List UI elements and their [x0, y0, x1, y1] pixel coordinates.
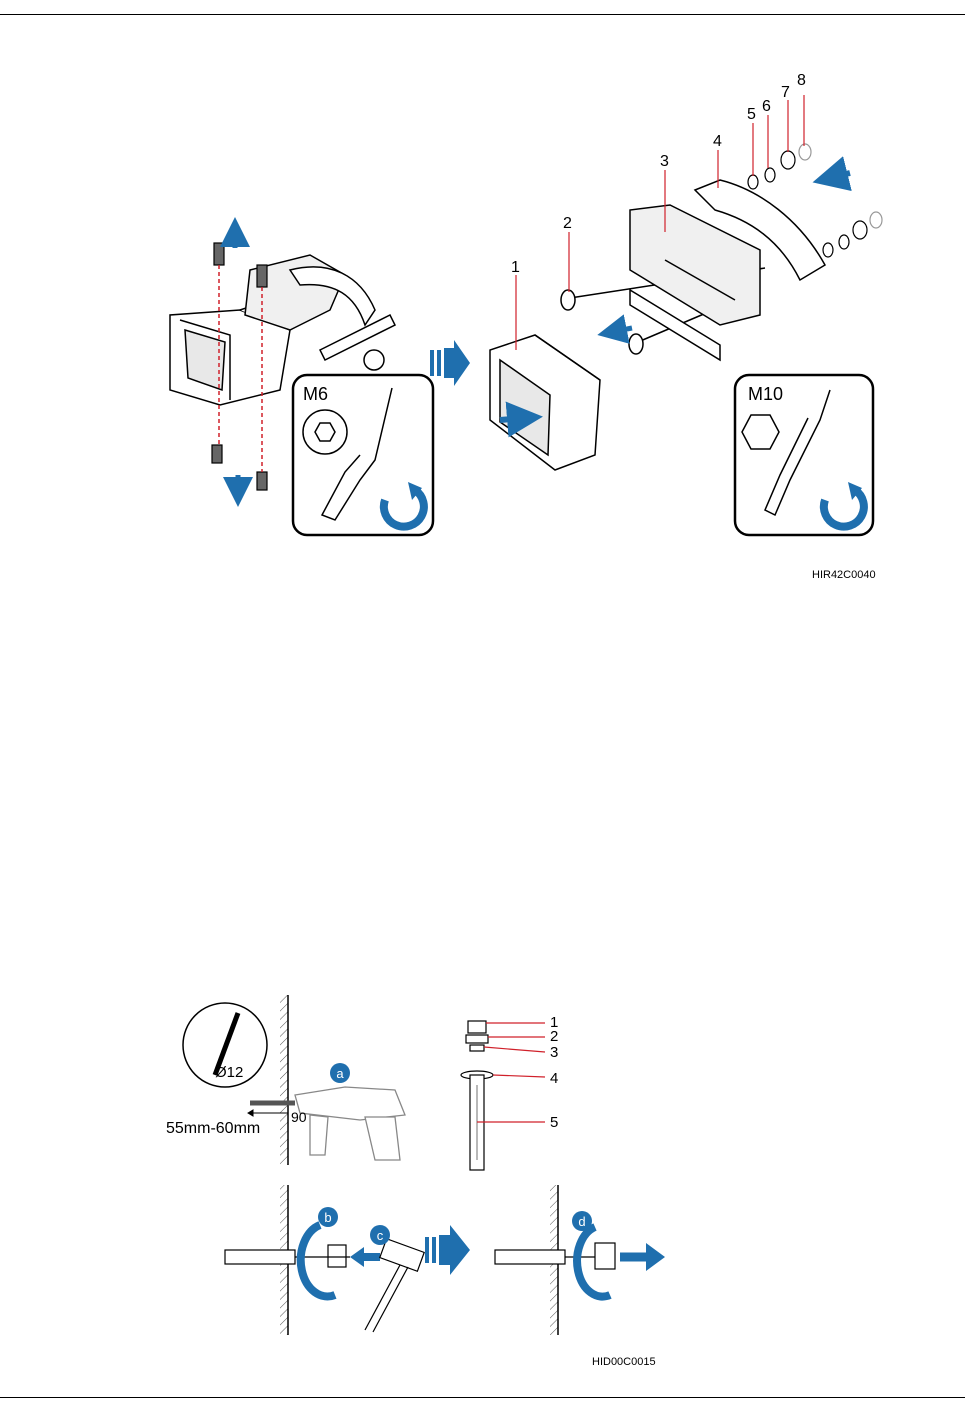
figure2-id: HID00C0015: [592, 1356, 656, 1368]
top-rule: [0, 14, 965, 15]
bolt-callout-3: 3: [550, 1044, 558, 1061]
step-a: a: [336, 1066, 344, 1081]
hex-icon: [742, 415, 779, 449]
step-d: d: [578, 1214, 585, 1229]
callout-1: 1: [511, 259, 520, 276]
figure-expansion-bolt-install: Ø12 a 90 55mm-60mm: [160, 995, 680, 1345]
bit-diameter: Ø12: [215, 1064, 243, 1081]
callout-8: 8: [797, 72, 806, 89]
expansion-bolt: [461, 1021, 493, 1170]
callout-5: 5: [747, 106, 756, 123]
walls: [280, 995, 558, 1335]
hammer-drill: [250, 1087, 405, 1160]
part-1-main-block: [490, 335, 600, 470]
bottom-rule: [0, 1397, 965, 1398]
m10-label: M10: [748, 384, 783, 404]
callout-4: 4: [713, 133, 722, 150]
figure1-drawing: M6: [160, 60, 900, 550]
callout-6: 6: [762, 98, 771, 115]
hex-icon: [315, 423, 335, 441]
m6-label: M6: [303, 384, 328, 404]
next-step-arrow: [430, 340, 470, 386]
drill-bit-inset: Ø12: [183, 1003, 267, 1087]
inset-m10-wrench: M10: [735, 375, 873, 535]
next-step-arrow-2: [425, 1225, 470, 1275]
callout-2: 2: [563, 215, 572, 232]
figure-pole-mount-assembly: M6: [160, 60, 900, 550]
step-c: c: [377, 1228, 384, 1243]
bolt-callout-4: 4: [550, 1070, 558, 1087]
callout-3: 3: [660, 153, 669, 170]
step-c-badge: c: [370, 1225, 390, 1245]
figure2-drawing: Ø12 a 90 55mm-60mm: [160, 995, 680, 1345]
step-a-badge: a: [330, 1063, 350, 1083]
bolt-callout-2: 2: [550, 1028, 558, 1045]
step-b: b: [324, 1210, 331, 1225]
figure1-id: HIR42C0040: [812, 569, 876, 581]
callout-7: 7: [781, 84, 790, 101]
bolt-callout-5: 5: [550, 1114, 558, 1131]
hammer-icon: [365, 1239, 424, 1332]
depth-label: 55mm-60mm: [166, 1120, 260, 1137]
bolt-callout-numbers: 1 2 3 4 5: [550, 1014, 558, 1131]
angle-label: 90: [291, 1109, 307, 1125]
inset-m6-screwdriver: M6: [293, 375, 433, 535]
